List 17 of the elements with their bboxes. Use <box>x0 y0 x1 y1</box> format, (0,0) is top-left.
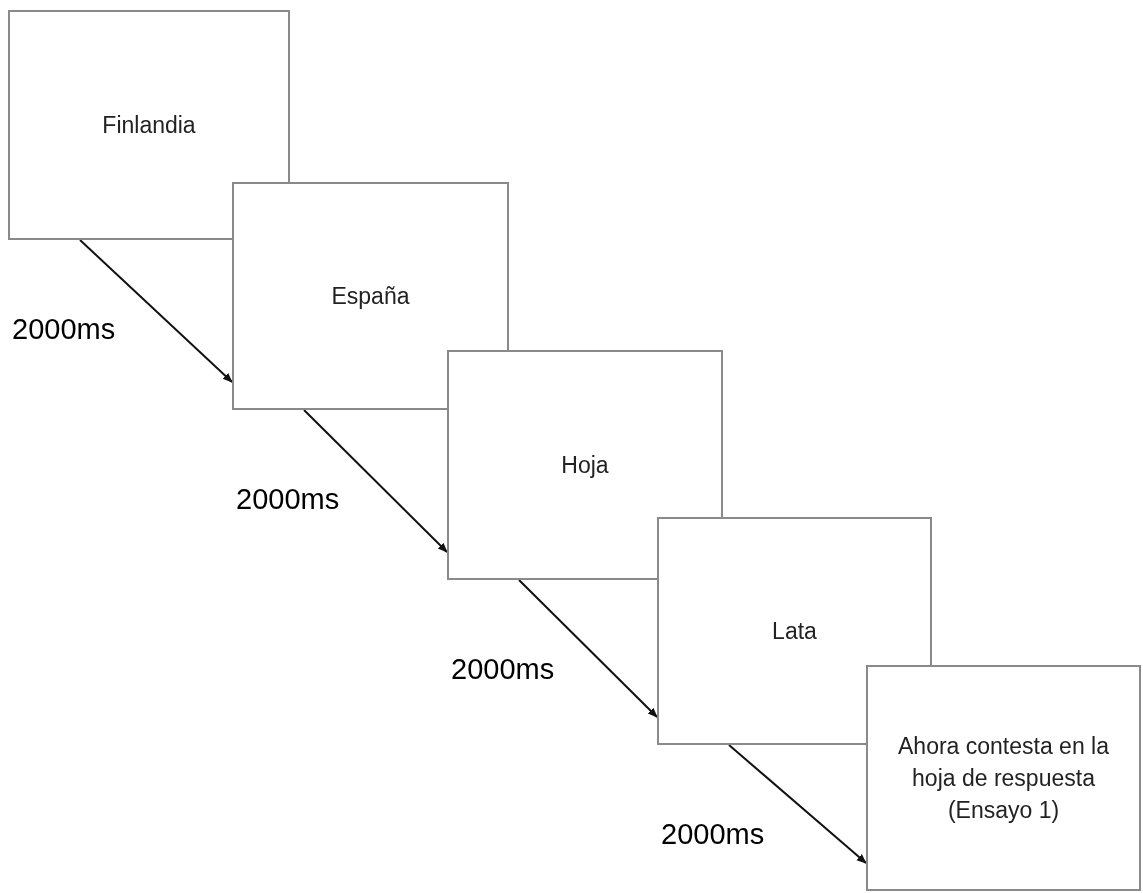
slide-box <box>8 10 290 240</box>
edge-label: 2000ms <box>12 315 116 344</box>
edge-label: 2000ms <box>236 485 340 514</box>
slide-box <box>447 350 723 580</box>
stimulus-text: Finlandia <box>102 110 196 140</box>
arrow <box>303 409 448 553</box>
stimulus-text: España <box>331 281 410 311</box>
slide-box <box>866 665 1141 891</box>
arrow <box>79 239 233 383</box>
arrow <box>728 744 867 864</box>
arrow <box>518 579 658 718</box>
stimulus-text: Hoja <box>561 450 609 480</box>
edge-label: 2000ms <box>661 820 765 849</box>
edge-label: 2000ms <box>451 655 555 684</box>
slide-box <box>232 182 509 410</box>
stimulus-text: Ahora contesta en la hoja de respuesta (Ensayo 1) <box>897 731 1110 826</box>
stimulus-text: Lata <box>772 616 817 646</box>
